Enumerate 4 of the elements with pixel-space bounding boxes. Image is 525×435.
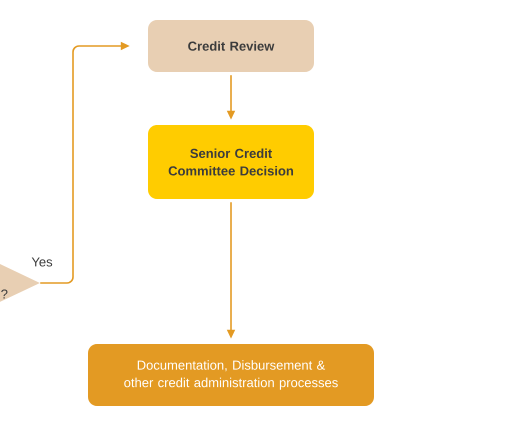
process-box: Senior Credit Committee Decision (148, 125, 314, 199)
process-box: Documentation, Disbursement & other credit administration processes (88, 344, 374, 406)
edge-label: Yes (32, 257, 52, 267)
process-box: Credit Review (148, 20, 314, 72)
